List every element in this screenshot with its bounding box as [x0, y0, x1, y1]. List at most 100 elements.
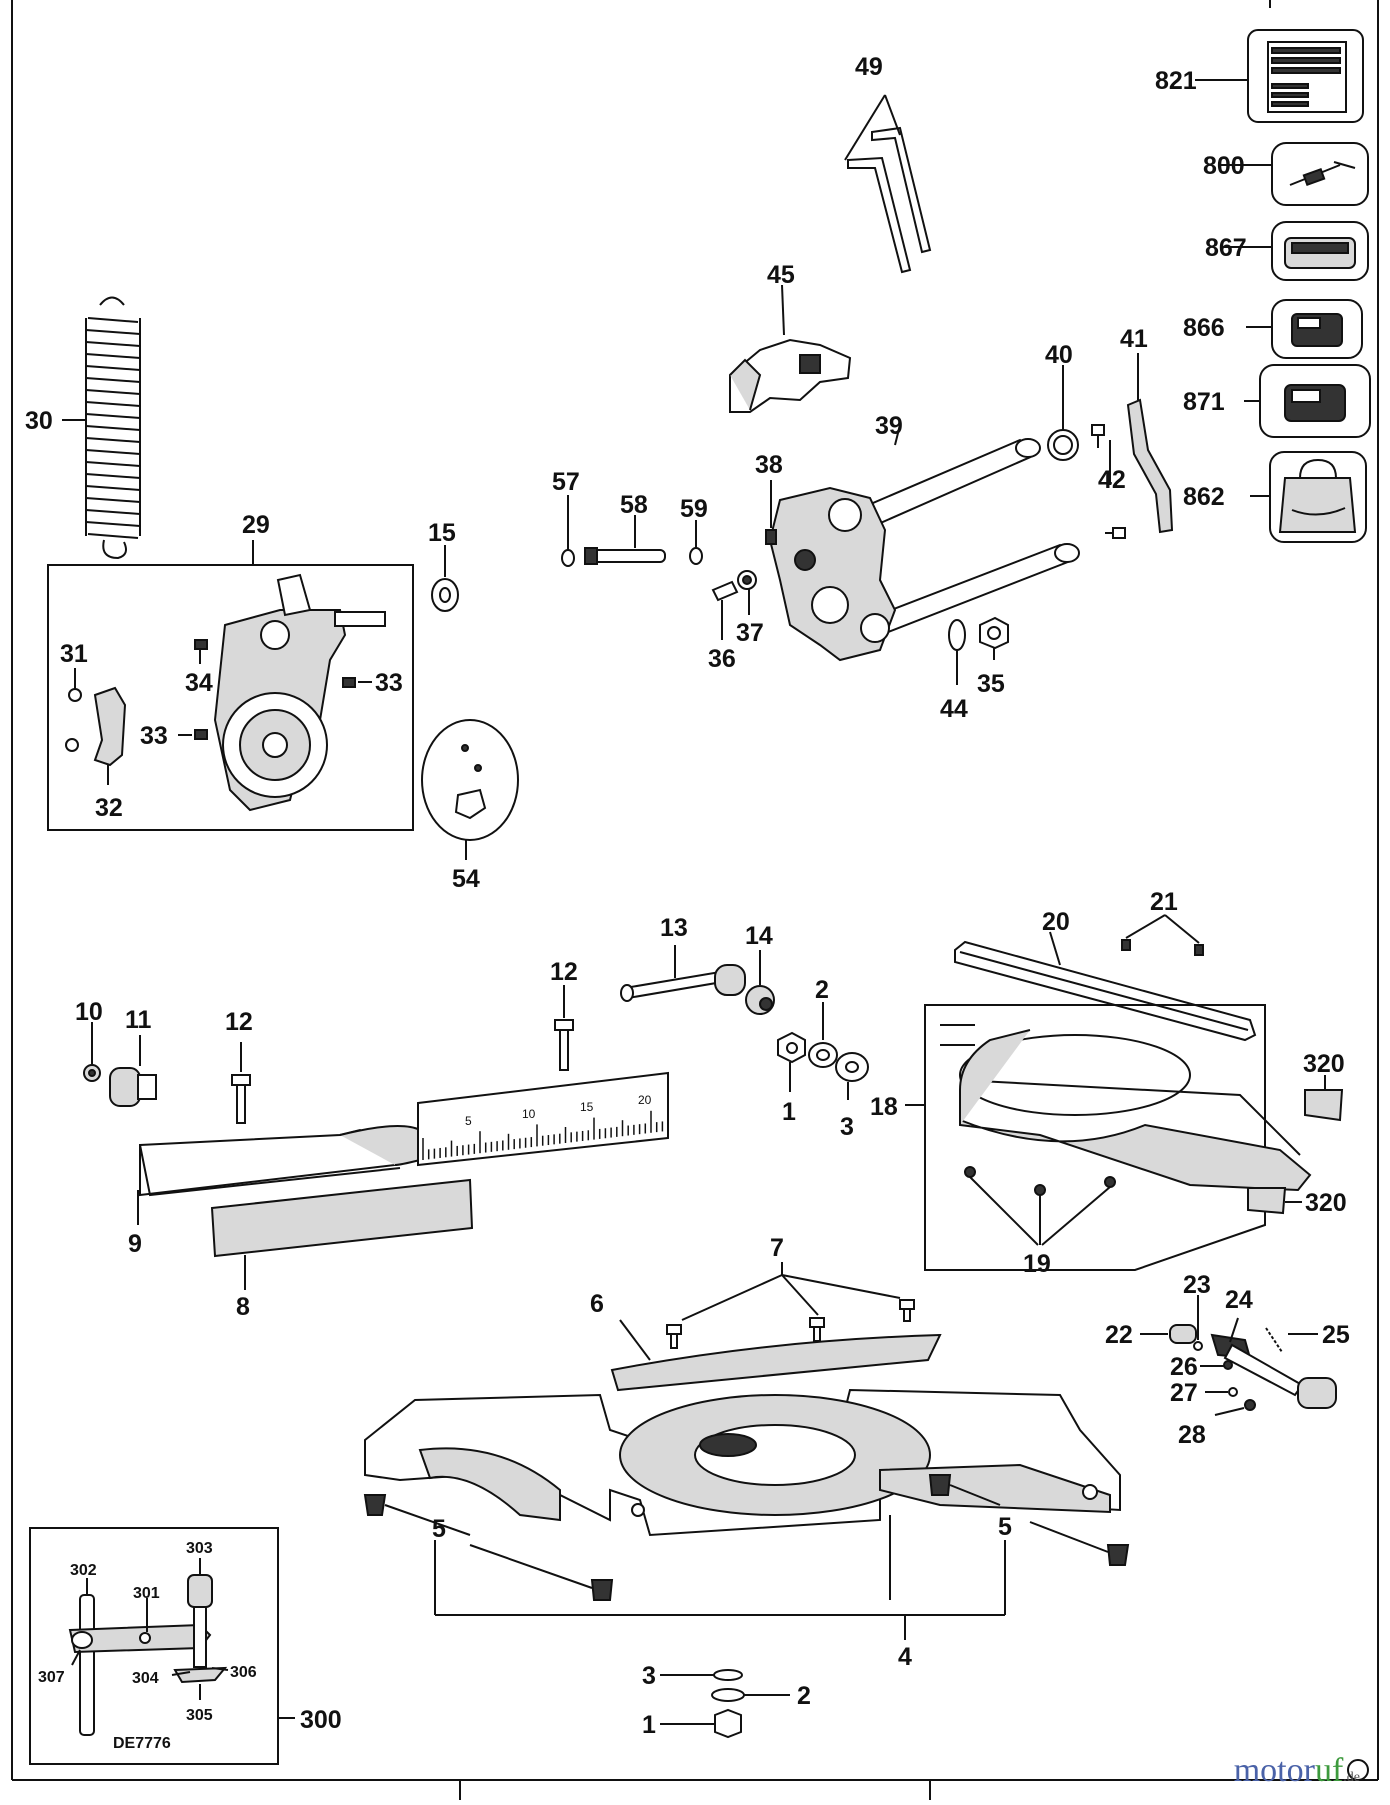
manual-booklet-821 — [1195, 29, 1364, 123]
spring-30 — [62, 296, 141, 560]
screws-7 — [666, 1262, 915, 1349]
label-25: 25 — [1322, 1321, 1350, 1349]
label-41: 41 — [1120, 325, 1148, 353]
label-30: 30 — [25, 407, 53, 435]
label-20: 20 — [1042, 908, 1070, 936]
label-2-lower: 2 — [797, 1682, 811, 1710]
label-867: 867 — [1205, 234, 1247, 262]
label-6: 6 — [590, 1290, 604, 1318]
label-305: 305 — [186, 1707, 213, 1724]
label-306: 306 — [230, 1664, 257, 1681]
label-plate-320-lower — [1247, 1187, 1302, 1215]
label-821: 821 — [1155, 67, 1197, 95]
label-59: 59 — [680, 495, 708, 523]
nut-35 — [979, 616, 1009, 660]
label-15: 15 — [428, 519, 456, 547]
label-301: 301 — [133, 1585, 160, 1602]
label-4: 4 — [898, 1643, 912, 1671]
label-37: 37 — [736, 619, 764, 647]
cable-41 — [1126, 353, 1174, 534]
label-303: 303 — [186, 1540, 213, 1557]
label-1-lower: 1 — [642, 1711, 656, 1739]
charger-867 — [1222, 221, 1369, 281]
label-27: 27 — [1170, 1379, 1198, 1407]
feet-5 — [363, 1474, 1130, 1640]
watermark-part-a: motor — [1233, 1752, 1315, 1789]
label-31: 31 — [60, 640, 88, 668]
label-9: 9 — [128, 1230, 142, 1258]
screws-19 — [964, 1166, 1116, 1246]
washer-2-upper — [808, 1002, 838, 1068]
motor-housing-group-29 — [47, 540, 414, 831]
lever-13 — [620, 945, 746, 1002]
label-plate-320-upper — [1304, 1075, 1344, 1122]
label-14: 14 — [745, 922, 773, 950]
fence-scale: 5 10 15 20 — [422, 1093, 664, 1160]
label-33-left: 33 — [140, 722, 168, 750]
clamp-kit-300 — [29, 1527, 295, 1765]
battery-866 — [1246, 299, 1363, 359]
ring-40 — [1047, 365, 1079, 461]
battery-871 — [1244, 364, 1371, 438]
label-307: 307 — [38, 1669, 65, 1686]
base-4 — [364, 1388, 1121, 1600]
label-21: 21 — [1150, 888, 1178, 916]
scale-5: 5 — [465, 1114, 472, 1128]
label-22: 22 — [1105, 1321, 1133, 1349]
watermark-suffix: .de — [1343, 1770, 1360, 1785]
label-24: 24 — [1225, 1286, 1253, 1314]
ring-59 — [689, 520, 703, 565]
label-866: 866 — [1183, 314, 1225, 342]
label-5-right: 5 — [998, 1513, 1012, 1541]
guard-cover-20 — [954, 931, 1257, 1042]
scale-20: 20 — [638, 1093, 652, 1107]
label-26: 26 — [1170, 1353, 1198, 1381]
handle-part-45 — [729, 284, 852, 413]
label-38: 38 — [755, 451, 783, 479]
bolt-12-upper — [554, 985, 574, 1071]
knob-11 — [109, 1035, 157, 1107]
watermark-part-b: uf — [1314, 1752, 1344, 1789]
scale-15: 15 — [580, 1100, 594, 1114]
label-7: 7 — [770, 1234, 784, 1262]
shaft-58 — [584, 515, 666, 565]
label-29: 29 — [242, 511, 270, 539]
label-2-upper: 2 — [815, 976, 829, 1004]
label-57: 57 — [552, 468, 580, 496]
label-45: 45 — [767, 261, 795, 289]
label-39: 39 — [875, 412, 903, 440]
label-10: 10 — [75, 998, 103, 1026]
washer-3-upper — [835, 1052, 869, 1100]
scale-10: 10 — [522, 1107, 536, 1121]
screws-21 — [1121, 914, 1204, 956]
label-33-right: 33 — [375, 669, 403, 697]
label-300: 300 — [300, 1706, 342, 1734]
label-42: 42 — [1098, 466, 1126, 494]
label-12-upper: 12 — [550, 958, 578, 986]
throat-plate-6 — [610, 1319, 942, 1392]
label-32: 32 — [95, 794, 123, 822]
ring-57 — [561, 495, 575, 567]
label-18: 18 — [870, 1093, 898, 1121]
hex-keys-49 — [844, 94, 932, 274]
nut-37 — [737, 570, 757, 615]
model-number: DE7776 — [113, 1735, 171, 1752]
bag-862 — [1250, 451, 1367, 543]
label-35: 35 — [977, 670, 1005, 698]
screws-42 — [1091, 424, 1126, 539]
label-34: 34 — [185, 669, 213, 697]
guard-assembly-18 — [905, 1004, 1312, 1271]
accessory-800 — [1218, 142, 1369, 206]
label-320-lower: 320 — [1305, 1189, 1347, 1217]
label-871: 871 — [1183, 388, 1225, 416]
label-3-lower: 3 — [642, 1662, 656, 1690]
label-40: 40 — [1045, 341, 1073, 369]
washer-15 — [431, 545, 459, 612]
copyright-mark-icon — [1347, 1759, 1369, 1781]
bolt-12-lower — [231, 1042, 251, 1124]
label-302: 302 — [70, 1562, 97, 1579]
label-13: 13 — [660, 914, 688, 942]
label-44: 44 — [940, 695, 968, 723]
page-frame — [11, 0, 1379, 1800]
